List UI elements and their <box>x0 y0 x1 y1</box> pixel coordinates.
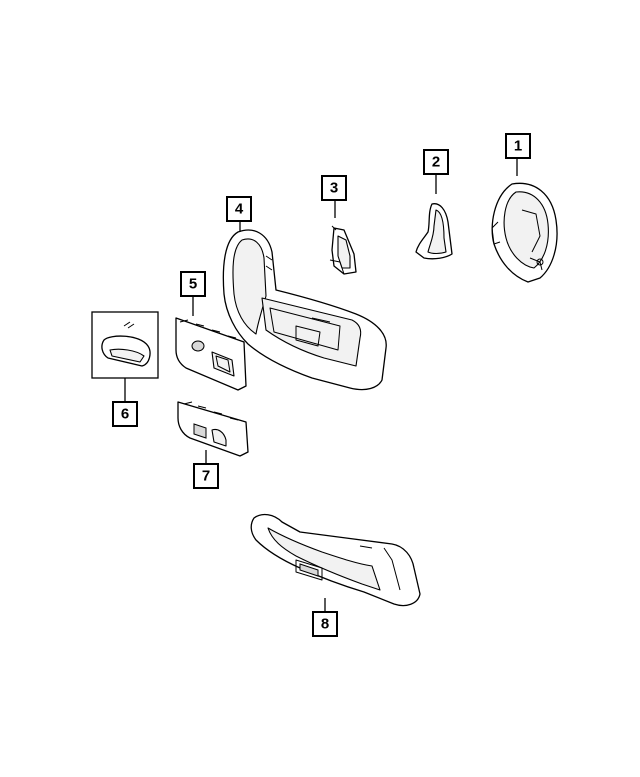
callout-7: 7 <box>193 463 219 489</box>
part-8-lower-shield <box>250 513 421 607</box>
callout-5-label: 5 <box>189 276 197 293</box>
part-5-switch-bezel <box>175 317 247 391</box>
callout-8-label: 8 <box>321 616 329 633</box>
part-7-lower-bezel <box>177 401 249 457</box>
callout-2-label: 2 <box>432 154 440 171</box>
callout-3: 3 <box>321 175 347 201</box>
callout-4-label: 4 <box>235 201 244 218</box>
callout-3-label: 3 <box>330 180 338 197</box>
callout-1: 1 <box>505 133 531 159</box>
leader-lines <box>124 158 518 612</box>
callout-6: 6 <box>112 401 138 427</box>
callout-2: 2 <box>423 149 449 175</box>
callout-4: 4 <box>226 196 252 222</box>
part-4-side-bezel <box>222 229 387 391</box>
part-2-cover <box>415 203 453 260</box>
part-3-bracket <box>329 225 357 275</box>
callout-7-label: 7 <box>202 468 210 485</box>
callout-6-label: 6 <box>121 406 129 423</box>
callout-5: 5 <box>180 271 206 297</box>
callout-8: 8 <box>312 611 338 637</box>
callout-1-label: 1 <box>514 138 522 155</box>
part-6-inset <box>91 311 159 379</box>
part-1-side-shield <box>491 182 558 283</box>
